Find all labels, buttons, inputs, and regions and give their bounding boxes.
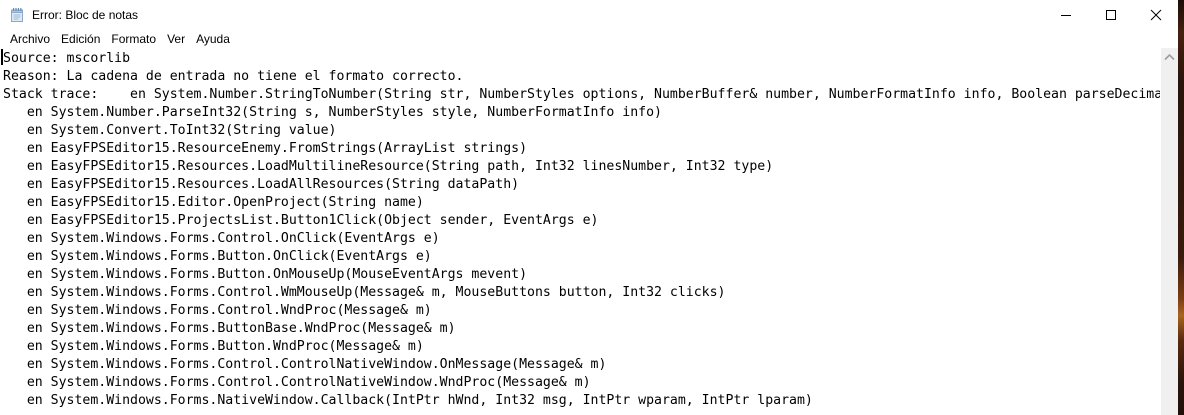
titlebar[interactable]: Error: Bloc de notas (0, 0, 1178, 30)
editor-line: en EasyFPSEditor15.ResourceEnemy.FromStr… (3, 141, 528, 156)
minimize-icon (1060, 9, 1072, 21)
editor-line: en System.Windows.Forms.Control.ControlN… (3, 375, 591, 390)
editor-line: en System.Windows.Forms.Button.OnMouseUp… (3, 267, 528, 282)
maximize-button[interactable] (1088, 0, 1133, 30)
editor-line: en System.Windows.Forms.ButtonBase.WndPr… (3, 321, 456, 336)
minimize-button[interactable] (1043, 0, 1088, 30)
text-caret (1, 49, 3, 65)
notepad-icon (9, 7, 25, 23)
editor-line: en System.Windows.Forms.Control.WmMouseU… (3, 285, 726, 300)
editor-line: en EasyFPSEditor15.Resources.LoadMultili… (3, 159, 774, 174)
editor-line: en EasyFPSEditor15.ProjectsList.Button1C… (3, 213, 599, 228)
editor-line: en System.Convert.ToInt32(String value) (3, 123, 337, 138)
menu-item[interactable]: Formato (111, 32, 157, 46)
vertical-scrollbar[interactable] (1161, 48, 1178, 415)
close-button[interactable] (1133, 0, 1178, 30)
scroll-up-button[interactable] (1161, 48, 1178, 65)
editor-line: Reason: La cadena de entrada no tiene el… (3, 69, 464, 84)
menu-item[interactable]: Archivo (10, 32, 51, 46)
menubar: Archivo Edición Formato Ver Ayuda (0, 30, 1161, 48)
editor-line: en System.Windows.Forms.Button.WndProc(M… (3, 339, 424, 354)
editor-line: Stack trace: en System.Number.StringToNu… (3, 87, 1160, 102)
editor-line: en System.Number.ParseInt32(String s, Nu… (3, 105, 662, 120)
editor-line: Source: mscorlib (3, 51, 131, 66)
chevron-up-icon (1164, 48, 1175, 66)
editor-line: en System.Windows.Forms.Control.OnClick(… (3, 231, 440, 246)
editor-line: en System.Windows.Forms.Button.OnClick(E… (3, 249, 432, 264)
editor-line: en System.Windows.Forms.NativeWindow.Cal… (3, 393, 813, 408)
maximize-icon (1105, 9, 1117, 21)
window-title: Error: Bloc de notas (32, 8, 139, 22)
menu-item[interactable]: Ver (167, 32, 186, 46)
editor-line: en System.Windows.Forms.Control.WndProc(… (3, 303, 432, 318)
desktop-backdrop (1178, 0, 1184, 415)
menu-item[interactable]: Edición (61, 32, 101, 46)
text-area[interactable]: Source: mscorlib Reason: La cadena de en… (0, 48, 1160, 415)
editor-line: en System.Windows.Forms.Control.ControlN… (3, 357, 607, 372)
close-icon (1150, 9, 1162, 21)
editor-line: en EasyFPSEditor15.Resources.LoadAllReso… (3, 177, 520, 192)
menu-item[interactable]: Ayuda (196, 32, 230, 46)
stack-trace-text: Source: mscorlib Reason: La cadena de en… (3, 50, 1160, 410)
editor-line: en EasyFPSEditor15.Editor.OpenProject(St… (3, 195, 424, 210)
